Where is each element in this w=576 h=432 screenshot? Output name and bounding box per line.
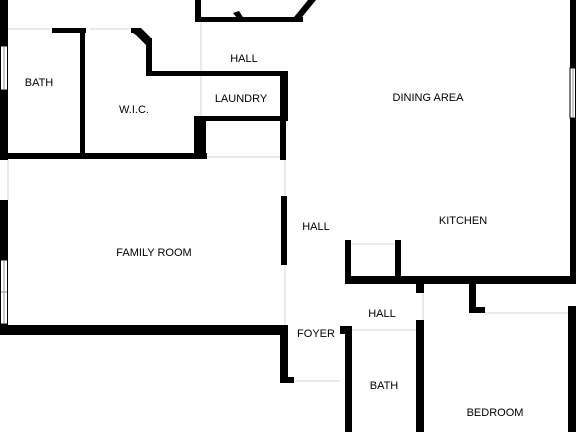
room-label-bedroom: BEDROOM — [467, 407, 524, 419]
room-label-family-room: FAMILY ROOM — [116, 247, 191, 259]
wall-segment — [280, 120, 286, 160]
wall-segment — [280, 71, 288, 120]
opening-lines — [7, 18, 568, 382]
window — [0, 259, 8, 325]
room-labels: BATH W.I.C. HALL LAUNDRY DINING AREA FAM… — [25, 53, 524, 419]
room-label-hall: HALL — [230, 53, 258, 65]
wall-segment — [281, 196, 287, 265]
wall-segment — [469, 307, 485, 313]
wall-segment — [0, 153, 207, 159]
wall-segment — [195, 0, 201, 22]
wall-segment — [570, 0, 576, 68]
windows — [0, 45, 576, 325]
wall-segment — [280, 377, 294, 383]
wall-segment — [416, 320, 424, 432]
wall-segment — [146, 38, 152, 74]
wall-segment — [194, 118, 206, 159]
room-label-bath: BATH — [370, 380, 399, 392]
wall-segment — [146, 71, 202, 76]
wall-segment — [0, 0, 8, 46]
wall-segment — [0, 200, 8, 260]
room-label-foyer: FOYER — [297, 328, 335, 340]
wall-segment — [568, 306, 576, 432]
room-label-dining-area: DINING AREA — [393, 92, 465, 104]
wall-segment — [570, 118, 576, 284]
wall-segment — [345, 276, 576, 284]
window — [0, 45, 8, 91]
room-label-laundry: LAUNDRY — [215, 93, 268, 105]
wall-segment — [195, 17, 303, 22]
wall-segment — [345, 326, 352, 432]
wall-segment — [52, 28, 86, 33]
wall-segment — [280, 325, 288, 383]
wall-segment — [416, 283, 424, 293]
wall-segment — [233, 11, 246, 22]
room-label-wic: W.I.C. — [119, 104, 149, 116]
wall-segment — [345, 240, 351, 280]
window — [569, 67, 576, 119]
wall-segment — [194, 116, 288, 121]
wall-segment — [0, 325, 286, 335]
wall-segment — [290, 0, 316, 22]
room-label-bath: BATH — [25, 77, 54, 89]
wall-segment — [0, 90, 8, 160]
room-label-hall: HALL — [302, 221, 330, 233]
room-label-kitchen: KITCHEN — [439, 215, 487, 227]
wall-segment — [469, 283, 476, 313]
room-label-hall: HALL — [368, 308, 396, 320]
wall-segment — [395, 240, 401, 280]
wall-segment — [80, 28, 85, 156]
wall-segment — [202, 71, 288, 76]
